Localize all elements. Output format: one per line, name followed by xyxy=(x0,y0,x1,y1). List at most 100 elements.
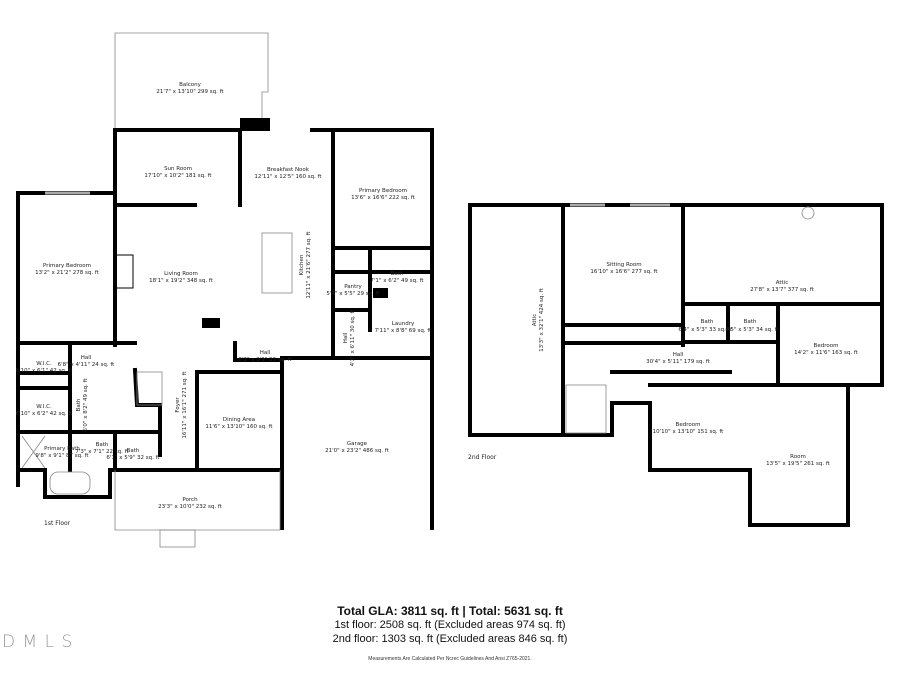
svg-text:6'4" x 5'3" 33 sq. ft: 6'4" x 5'3" 33 sq. ft xyxy=(678,327,732,333)
svg-text:Hall: Hall xyxy=(343,332,349,343)
svg-text:Primary Bath: Primary Bath xyxy=(44,446,80,452)
floor2-walls xyxy=(468,203,884,527)
svg-text:Living Room: Living Room xyxy=(164,271,198,277)
floor2-area: 2nd floor: 1303 sq. ft (Excluded areas 8… xyxy=(332,633,568,645)
svg-text:Bedroom: Bedroom xyxy=(676,422,701,428)
floor1-area: 1st floor: 2508 sq. ft (Excluded areas 9… xyxy=(334,619,566,631)
floor1-label: 1st Floor xyxy=(44,520,71,527)
svg-text:Hall: Hall xyxy=(81,355,92,361)
svg-text:13'5" x 19'5" 261 sq. ft: 13'5" x 19'5" 261 sq. ft xyxy=(766,461,831,467)
svg-text:Hall: Hall xyxy=(260,350,271,356)
room-bath-1: Bath 6'4" x 5'3" 33 sq. ft xyxy=(678,319,732,333)
room-wic-2: W.I.C.6'10" x 6'2" 42 sq. ft xyxy=(16,404,74,417)
svg-text:11'6" x 13'10" 160 sq. ft: 11'6" x 13'10" 160 sq. ft xyxy=(205,424,273,430)
svg-text:Foyer: Foyer xyxy=(175,397,181,413)
svg-text:13'6" x 16'6" 222 sq. ft: 13'6" x 16'6" 222 sq. ft xyxy=(351,195,416,201)
dmls-logo: D M L S xyxy=(2,632,74,652)
svg-text:7'1" x 6'2" 49 sq. ft: 7'1" x 6'2" 49 sq. ft xyxy=(370,278,424,284)
svg-text:7'3" x 7'1" 22 sq. ft: 7'3" x 7'1" 22 sq. ft xyxy=(75,449,129,455)
svg-text:6'0" x 8'2" 49 sq. ft: 6'0" x 8'2" 49 sq. ft xyxy=(83,378,89,432)
svg-text:27'8" x 13'7" 377 sq. ft: 27'8" x 13'7" 377 sq. ft xyxy=(750,287,815,293)
svg-text:12'11" x 21'6" 277 sq. ft: 12'11" x 21'6" 277 sq. ft xyxy=(306,231,312,299)
svg-text:Kitchen: Kitchen xyxy=(299,254,305,275)
svg-text:16'11" x 16'1" 271 sq. ft: 16'11" x 16'1" 271 sq. ft xyxy=(182,371,188,439)
svg-text:13'3" x 32'1" 424 sq. ft: 13'3" x 32'1" 424 sq. ft xyxy=(539,287,545,352)
svg-text:5'3" x 5'5" 29 sq. ft: 5'3" x 5'5" 29 sq. ft xyxy=(326,291,380,297)
svg-text:Bath: Bath xyxy=(744,319,757,325)
svg-text:23'3" x 10'0" 232 sq. ft: 23'3" x 10'0" 232 sq. ft xyxy=(158,504,223,510)
svg-text:16'10" x 16'6" 277 sq. ft: 16'10" x 16'6" 277 sq. ft xyxy=(590,269,658,275)
svg-text:6'10" x 6'2" 42 sq. ft: 6'10" x 6'2" 42 sq. ft xyxy=(16,411,74,417)
svg-text:10'10" x 13'10" 151 sq. ft: 10'10" x 13'10" 151 sq. ft xyxy=(653,429,725,435)
svg-text:Bath: Bath xyxy=(76,398,82,411)
svg-text:Bath: Bath xyxy=(127,448,140,454)
svg-text:Breakfast Nook: Breakfast Nook xyxy=(267,167,310,173)
svg-text:Dining Area: Dining Area xyxy=(223,417,255,423)
svg-text:Attic: Attic xyxy=(532,314,538,327)
svg-text:Primary Bedroom: Primary Bedroom xyxy=(43,263,91,269)
svg-text:21'0" x 23'2" 486 sq. ft: 21'0" x 23'2" 486 sq. ft xyxy=(325,448,390,454)
svg-text:Porch: Porch xyxy=(182,497,198,503)
svg-text:4'3" x 6'11" 30 sq. ft: 4'3" x 6'11" 30 sq. ft xyxy=(350,309,356,367)
svg-text:7'11" x 8'8" 69 sq. ft: 7'11" x 8'8" 69 sq. ft xyxy=(375,328,433,334)
svg-text:Attic: Attic xyxy=(776,280,789,286)
svg-text:Primary Bedroom: Primary Bedroom xyxy=(359,188,407,194)
svg-text:6'10" x 6'1" 42 sq. ft: 6'10" x 6'1" 42 sq. ft xyxy=(16,368,74,374)
svg-text:13'2" x 21'2" 278 sq. ft: 13'2" x 21'2" 278 sq. ft xyxy=(35,270,100,276)
floor2-label: 2nd Floor xyxy=(468,454,497,461)
svg-text:Garage: Garage xyxy=(347,441,368,447)
svg-text:Room: Room xyxy=(790,454,806,460)
svg-text:W.I.C.: W.I.C. xyxy=(36,404,52,410)
svg-text:Laundry: Laundry xyxy=(392,321,415,327)
room-bath-2: Bath 6'5" x 5'3" 34 sq. ft xyxy=(725,319,779,333)
area-summary: Total GLA: 3811 sq. ft | Total: 5631 sq.… xyxy=(0,604,900,662)
svg-text:17'10" x 10'2" 181 sq. ft: 17'10" x 10'2" 181 sq. ft xyxy=(144,173,212,179)
svg-text:Bath: Bath xyxy=(96,442,109,448)
svg-text:Hall: Hall xyxy=(673,352,684,358)
svg-text:12'11" x 12'5" 160 sq. ft: 12'11" x 12'5" 160 sq. ft xyxy=(254,174,322,180)
svg-text:Bath: Bath xyxy=(701,319,714,325)
svg-text:Bedroom: Bedroom xyxy=(814,343,839,349)
svg-text:30'4" x 5'11" 179 sq. ft: 30'4" x 5'11" 179 sq. ft xyxy=(646,359,711,365)
svg-text:Sitting Room: Sitting Room xyxy=(606,262,641,268)
svg-text:18'1" x 19'2" 348 sq. ft: 18'1" x 19'2" 348 sq. ft xyxy=(149,278,214,284)
floor1-walls xyxy=(16,32,434,548)
svg-text:Balcony: Balcony xyxy=(179,82,202,88)
svg-text:14'2" x 11'6" 163 sq. ft: 14'2" x 11'6" 163 sq. ft xyxy=(794,350,859,356)
svg-text:Bath: Bath xyxy=(391,271,404,277)
svg-text:Pantry: Pantry xyxy=(344,284,362,290)
measurement-note: Measurements Are Calculated Per Ncrec Gu… xyxy=(368,656,532,662)
svg-text:6'5" x 5'3" 34 sq. ft: 6'5" x 5'3" 34 sq. ft xyxy=(725,327,779,333)
svg-text:Sun Room: Sun Room xyxy=(164,166,192,172)
svg-text:21'7" x 13'10" 299 sq. ft: 21'7" x 13'10" 299 sq. ft xyxy=(156,89,224,95)
